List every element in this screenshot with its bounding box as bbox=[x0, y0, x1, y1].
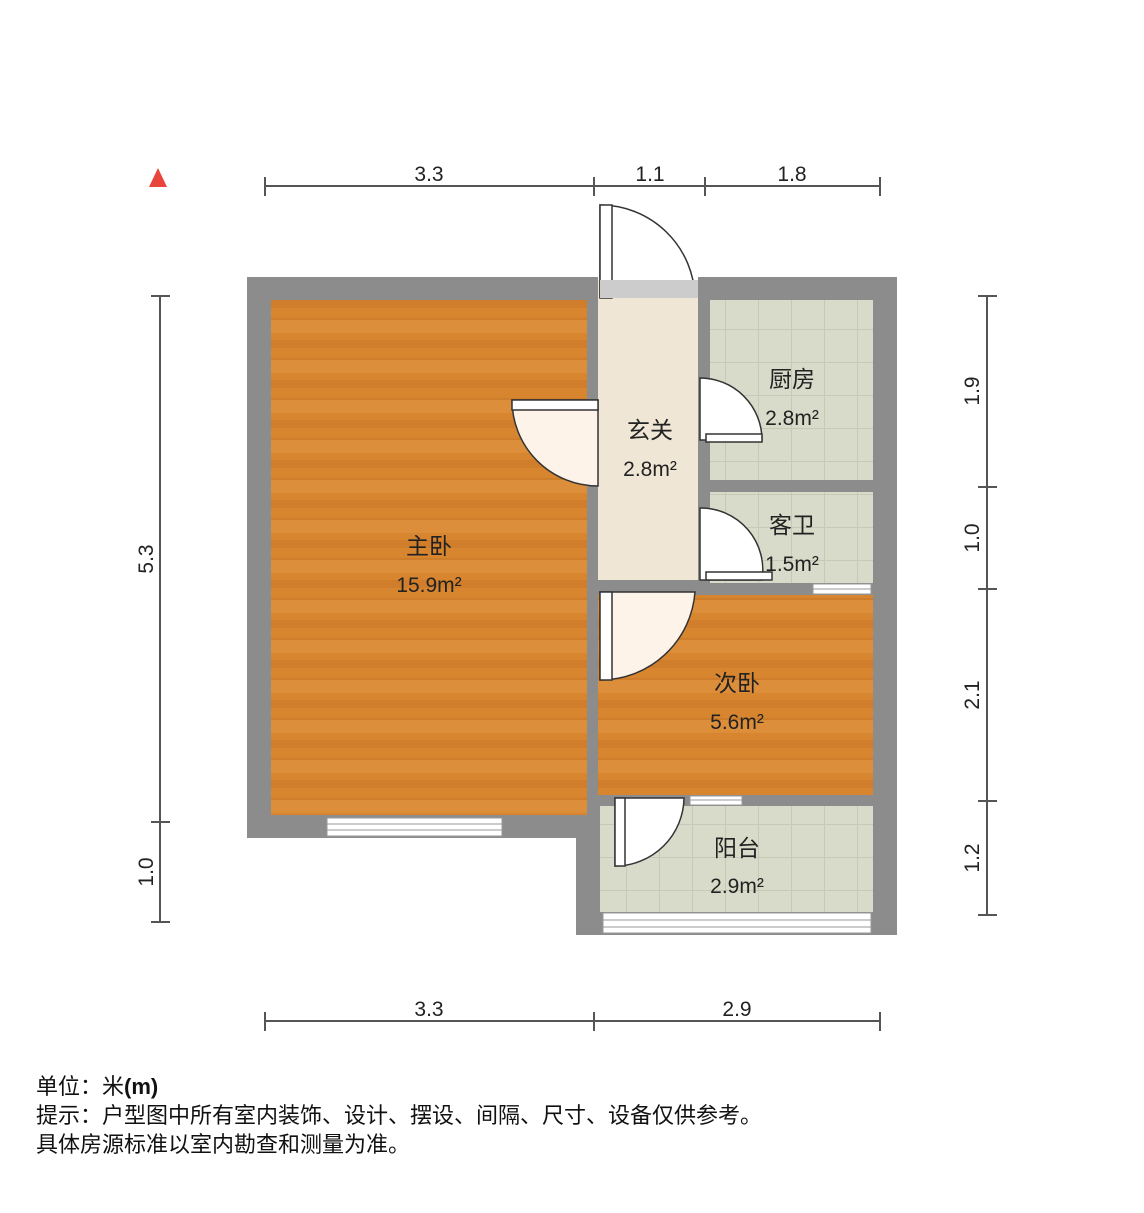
balcony-name: 阳台 bbox=[714, 836, 760, 862]
bathroom-name: 客卫 bbox=[769, 513, 815, 539]
svg-text:3.3: 3.3 bbox=[414, 163, 443, 186]
windows bbox=[326, 583, 872, 934]
kitchen-name: 厨房 bbox=[769, 367, 815, 393]
second-bedroom-area: 5.6m² bbox=[710, 711, 764, 734]
svg-text:1.2: 1.2 bbox=[961, 843, 984, 872]
dimension-bottom: 3.3 2.9 bbox=[264, 998, 881, 1031]
dimension-top: 3.3 1.1 1.8 bbox=[264, 163, 881, 196]
svg-text:1.0: 1.0 bbox=[961, 523, 984, 552]
second-bedroom-name: 次卧 bbox=[714, 671, 760, 697]
bathroom-area: 1.5m² bbox=[765, 553, 819, 576]
svg-text:1.0: 1.0 bbox=[135, 857, 158, 886]
entrance-floor bbox=[598, 280, 698, 580]
svg-text:1.1: 1.1 bbox=[635, 163, 664, 186]
dimension-left: 5.3 1.0 bbox=[135, 295, 170, 923]
master-bedroom-name: 主卧 bbox=[406, 534, 452, 560]
note-line-2: 具体房源标准以室内勘查和测量为准。 bbox=[36, 1133, 411, 1158]
dimension-right: 1.9 1.0 2.1 1.2 bbox=[961, 295, 997, 916]
svg-text:2.9: 2.9 bbox=[722, 998, 751, 1021]
footer-notes: 单位：米(m) 提示：户型图中所有室内装饰、设计、摆设、间隔、尺寸、设备仅供参考… bbox=[36, 1072, 762, 1160]
north-marker bbox=[149, 168, 167, 187]
kitchen-area: 2.8m² bbox=[765, 407, 819, 430]
svg-text:1.9: 1.9 bbox=[961, 376, 984, 405]
svg-text:1.8: 1.8 bbox=[777, 163, 806, 186]
entrance-area: 2.8m² bbox=[623, 458, 677, 481]
svg-text:3.3: 3.3 bbox=[414, 998, 443, 1021]
entrance-name: 玄关 bbox=[627, 418, 673, 444]
svg-text:5.3: 5.3 bbox=[135, 544, 158, 573]
doors bbox=[511, 204, 773, 867]
unit-line: 单位：米(m) bbox=[36, 1074, 159, 1100]
note-line-1: 提示：户型图中所有室内装饰、设计、摆设、间隔、尺寸、设备仅供参考。 bbox=[36, 1104, 763, 1129]
master-bedroom-area: 15.9m² bbox=[396, 574, 461, 597]
svg-text:2.1: 2.1 bbox=[961, 680, 984, 709]
balcony-area: 2.9m² bbox=[710, 875, 764, 898]
master-bedroom-floor bbox=[271, 300, 587, 815]
